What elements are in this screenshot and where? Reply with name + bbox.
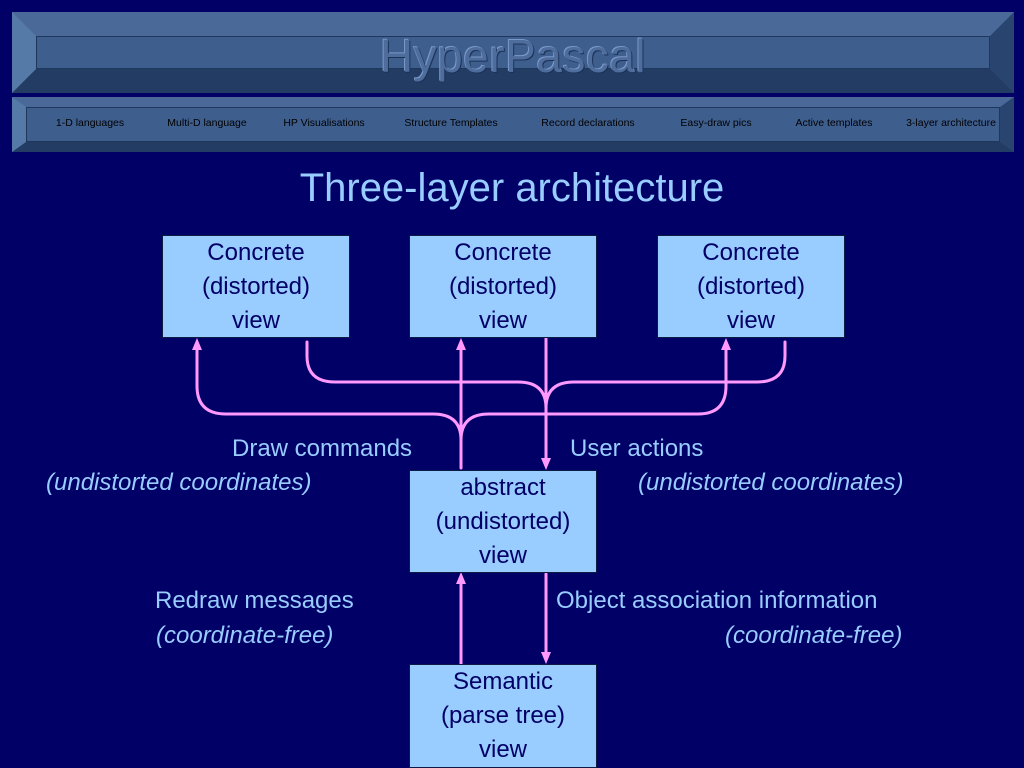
semantic-view-line: (parse tree) <box>440 702 566 729</box>
title-banner: HyperPascal <box>12 12 1014 93</box>
semantic-view-box: Semantic (parse tree) view <box>409 664 597 768</box>
nav-link-easy-draw-pics[interactable]: Easy-draw pics <box>680 117 752 129</box>
draw-command-branch-left <box>192 338 463 442</box>
object-association-label: Object association information <box>556 587 878 614</box>
semantic-view-line: view <box>478 736 527 763</box>
concrete-view-line: Concrete <box>207 239 305 266</box>
nav-link-structure-templates[interactable]: Structure Templates <box>404 117 498 129</box>
abstract-view-line: (undistorted) <box>435 508 571 535</box>
draw-commands-label: Draw commands <box>232 435 413 462</box>
draw-commands-note: (undistorted coordinates) <box>46 469 312 496</box>
nav-link-3-layer-architecture[interactable]: 3-layer architecture <box>906 117 996 129</box>
concrete-view-line: Concrete <box>454 239 552 266</box>
nav-banner-inner: 1-D languages Multi-D language HP Visual… <box>26 107 1000 142</box>
user-actions-label: User actions <box>570 435 704 462</box>
concrete-view-line: view <box>231 307 280 334</box>
concrete-view-line: view <box>478 307 527 334</box>
abstract-view-line: view <box>478 542 527 569</box>
concrete-view-line: (distorted) <box>201 273 311 300</box>
abstract-view-box: abstract (undistorted) view <box>409 470 597 573</box>
title-banner-inner: HyperPascal <box>36 30 990 82</box>
nav-link-multi-d-language[interactable]: Multi-D language <box>167 117 247 129</box>
semantic-view-line: Semantic <box>452 668 554 695</box>
nav-link-hp-visualisations[interactable]: HP Visualisations <box>283 117 365 129</box>
abstract-view-line: abstract <box>460 474 546 501</box>
object-association-note: (coordinate-free) <box>725 622 903 649</box>
user-action-branch-left <box>305 340 548 410</box>
nav-bar: 1-D languages Multi-D language HP Visual… <box>27 117 999 133</box>
concrete-view-box-right: Concrete (distorted) view <box>657 235 845 338</box>
concrete-view-line: (distorted) <box>448 273 558 300</box>
page-title: Three-layer architecture <box>299 166 725 210</box>
app-title: HyperPascal <box>379 30 647 82</box>
concrete-view-line: (distorted) <box>696 273 806 300</box>
redraw-messages-note: (coordinate-free) <box>156 622 334 649</box>
nav-banner: 1-D languages Multi-D language HP Visual… <box>12 97 1014 152</box>
nav-link-1d-languages[interactable]: 1-D languages <box>55 117 125 129</box>
user-action-branch-right <box>544 340 787 410</box>
concrete-view-line: Concrete <box>702 239 800 266</box>
draw-command-branch-right <box>459 338 731 442</box>
concrete-view-line: view <box>726 307 775 334</box>
user-actions-note: (undistorted coordinates) <box>638 469 904 496</box>
redraw-messages-label: Redraw messages <box>155 587 354 614</box>
concrete-view-box-center: Concrete (distorted) view <box>409 235 597 338</box>
nav-link-record-declarations[interactable]: Record declarations <box>541 117 635 129</box>
nav-link-active-templates[interactable]: Active templates <box>795 117 873 129</box>
concrete-view-box-left: Concrete (distorted) view <box>162 235 350 338</box>
